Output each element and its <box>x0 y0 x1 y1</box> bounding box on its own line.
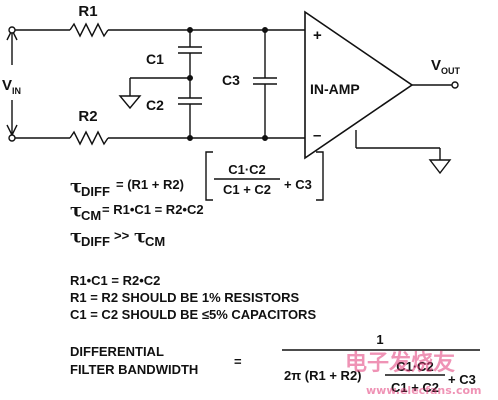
eq3-tau-2: τ <box>134 226 146 247</box>
junction-dot <box>262 134 269 141</box>
input-terminal-bottom <box>8 134 16 142</box>
ground-icon-right <box>428 159 452 175</box>
bandwidth-label-line1: DIFFERENTIAL <box>70 344 164 359</box>
c3-label: C3 <box>222 72 240 88</box>
r1-label: R1 <box>78 3 97 20</box>
in-amp-triangle <box>304 10 414 160</box>
minus-pin-label: – <box>313 127 321 144</box>
watermark-url: www.elecfans.com <box>366 384 481 397</box>
output-terminal <box>451 81 459 89</box>
note-line: R1 = R2 SHOULD BE 1% RESISTORS <box>70 290 299 305</box>
bracket-right <box>316 151 324 201</box>
watermark-cn: 电子发烧友 <box>345 350 455 376</box>
c2-label: C2 <box>146 97 164 113</box>
eq3-subscript-1: DIFF <box>81 234 110 249</box>
eq1-tail: + C3 <box>284 177 312 192</box>
r2-label: R2 <box>78 108 97 125</box>
ground-icon-left <box>118 95 142 110</box>
eq1-denominator: C1 + C2 <box>223 182 271 197</box>
bandwidth-label-line2: FILTER BANDWIDTH <box>70 362 198 377</box>
vout-label: VOUT <box>431 57 461 76</box>
junction-dot <box>186 74 193 81</box>
vin-sub: IN <box>12 86 21 96</box>
vin-label: VIN <box>2 77 21 96</box>
eq2-rhs: = R1•C1 = R2•C2 <box>102 202 204 217</box>
eq3-tau: τ <box>70 226 82 247</box>
vin-main: V <box>2 77 12 94</box>
eq3-subscript-2: CM <box>145 234 165 249</box>
in-amp-label: IN-AMP <box>310 81 360 97</box>
note-line: C1 = C2 SHOULD BE ≤5% CAPACITORS <box>70 307 316 322</box>
resistor-r1 <box>69 22 109 38</box>
resistor-r2 <box>69 130 109 146</box>
eq1-subscript: DIFF <box>81 184 110 199</box>
bandwidth-equals: = <box>234 354 242 369</box>
eq1-lhs: = (R1 + R2) <box>116 177 184 192</box>
bandwidth-den-tail: + C3 <box>448 372 476 387</box>
bandwidth-den-numerator: C1·C2 <box>396 359 434 374</box>
eq1-numerator: C1·C2 <box>228 162 266 177</box>
note-line: R1•C1 = R2•C2 <box>70 273 160 288</box>
eq2-subscript: CM <box>81 208 101 223</box>
eq2-tau: τ <box>70 200 82 221</box>
junction-dot <box>186 27 193 34</box>
junction-dot <box>262 27 269 34</box>
plus-pin-label: + <box>313 27 322 44</box>
junction-dot <box>186 134 193 141</box>
eq3-operator: >> <box>114 228 130 243</box>
bandwidth-den-lhs: 2π (R1 + R2) <box>284 368 362 383</box>
c1-label: C1 <box>146 51 164 67</box>
bandwidth-numerator: 1 <box>376 332 383 347</box>
eq1-tau: τ <box>70 176 82 197</box>
bandwidth-den-denominator: C1 + C2 <box>391 380 439 395</box>
vout-sub: OUT <box>441 66 461 76</box>
bracket-left <box>205 151 213 201</box>
input-terminal-top <box>8 26 16 34</box>
vout-main: V <box>431 57 441 74</box>
